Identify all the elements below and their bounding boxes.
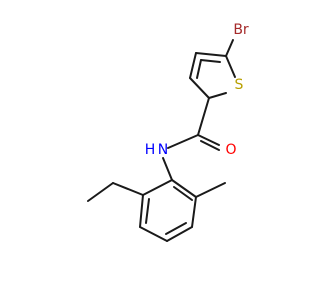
bond-ar6-ethyl-ch2 (112, 182, 144, 196)
structure-canvas: Br S O N H (87, 22, 249, 242)
bond-c2-carbonyl (197, 97, 210, 136)
bond-ar2-ar3 (191, 196, 197, 228)
atom-o-label: O (225, 142, 236, 158)
bond-c3-c4 (189, 52, 197, 79)
bond-s-c2 (208, 92, 227, 99)
bond-c3-c4-double (196, 59, 202, 79)
bond-ar5-ar6 (139, 194, 144, 228)
bond-ar3-ar4 (166, 226, 193, 242)
bond-carbonyl-o (197, 134, 220, 146)
bond-ar2-methyl (195, 182, 226, 198)
bond-c5-s (225, 55, 236, 78)
bond-ar5-ar6-double (145, 198, 150, 224)
bond-n-c1 (162, 157, 173, 181)
bonds (87, 39, 236, 242)
bond-c4-c5 (195, 52, 227, 57)
bond-c2-c3 (189, 77, 210, 99)
bond-c4-c5-double (200, 59, 221, 63)
atom-br-label: Br (233, 22, 249, 38)
atom-labels: Br S O N H (145, 22, 249, 158)
molecule-diagram: Br S O N H (87, 22, 249, 242)
bond-carbonyl-n (167, 134, 199, 149)
bond-c5-br (225, 39, 234, 57)
bond-ar6-ar1 (142, 179, 173, 196)
bond-ar1-ar2-double (173, 186, 193, 201)
bond-ar1-ar2 (171, 179, 197, 198)
atom-n-label: N (158, 142, 168, 158)
bond-ethyl-ch3 (87, 182, 114, 202)
bond-ar3-ar4-double (165, 222, 187, 235)
atom-s-label: S (235, 77, 244, 93)
atom-h-label: H (145, 142, 156, 158)
bond-carbonyl-o-double (200, 140, 220, 151)
bond-ar4-ar5 (139, 226, 168, 242)
